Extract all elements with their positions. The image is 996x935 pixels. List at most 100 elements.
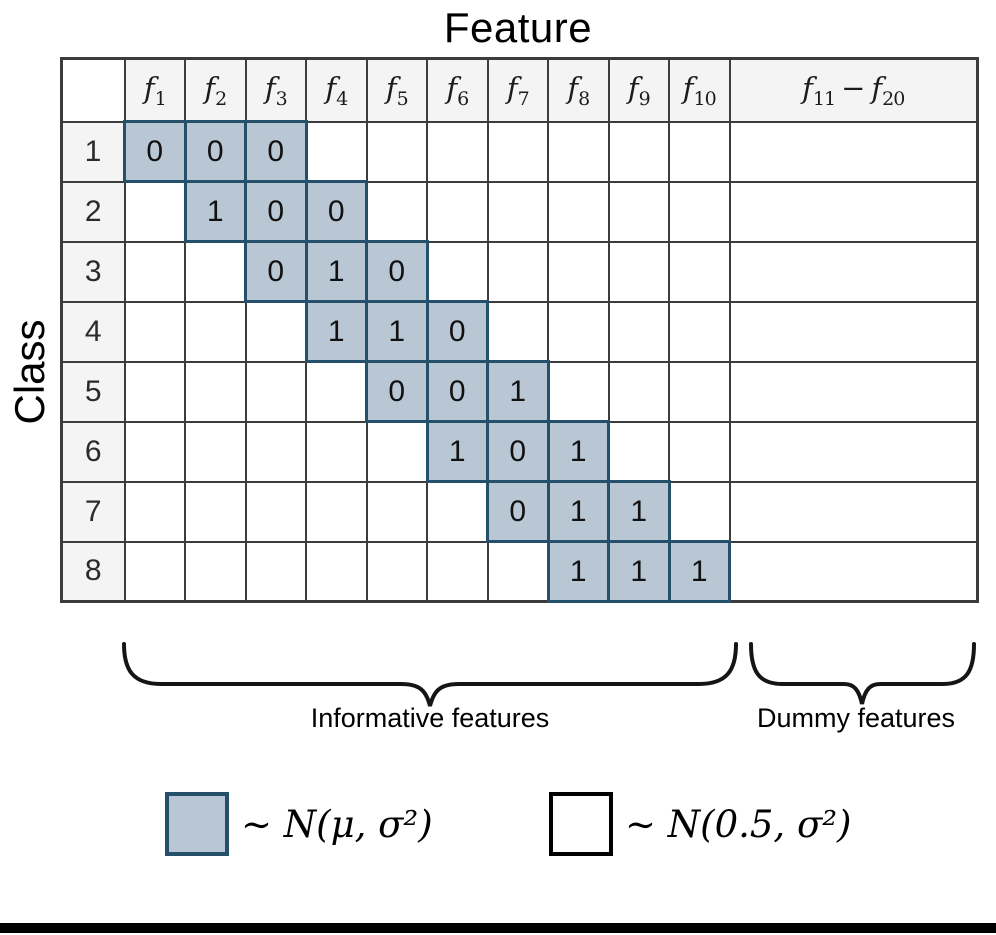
matrix-cell: 0 bbox=[123, 120, 187, 183]
matrix-cell bbox=[607, 360, 670, 423]
matrix-cell bbox=[184, 420, 247, 483]
matrix-cell bbox=[365, 180, 428, 243]
matrix-cell bbox=[486, 240, 549, 303]
class-row-header: 6 bbox=[60, 420, 126, 483]
matrix-cell bbox=[244, 360, 307, 423]
matrix-cell bbox=[244, 480, 307, 543]
matrix-cell bbox=[668, 360, 731, 423]
matrix-cell bbox=[547, 360, 610, 423]
matrix-cell bbox=[426, 480, 489, 543]
matrix-cell bbox=[305, 420, 368, 483]
matrix-cell bbox=[668, 300, 731, 363]
matrix-cell bbox=[607, 180, 670, 243]
matrix-cell bbox=[607, 300, 670, 363]
matrix-cell: 0 bbox=[244, 180, 308, 243]
matrix-cell bbox=[305, 480, 368, 543]
feature-column-header: f4 bbox=[305, 57, 368, 123]
dummy-region-cell bbox=[728, 120, 979, 183]
matrix-cell: 1 bbox=[183, 180, 247, 243]
matrix-cell bbox=[607, 120, 670, 183]
dummy-region-cell bbox=[728, 420, 979, 483]
informative-features-label: Informative features bbox=[310, 703, 550, 733]
feature-column-header: f7 bbox=[486, 57, 549, 123]
matrix-cell bbox=[365, 480, 428, 543]
matrix-cell bbox=[426, 540, 489, 603]
matrix-cell bbox=[305, 540, 368, 603]
feature-column-header: f6 bbox=[426, 57, 489, 123]
feature-column-header: f8 bbox=[547, 57, 610, 123]
matrix-cell bbox=[365, 120, 428, 183]
dummy-region-cell bbox=[728, 240, 979, 303]
matrix-cell: 0 bbox=[244, 120, 308, 183]
class-row-header: 7 bbox=[60, 480, 126, 543]
informative-brace bbox=[122, 642, 738, 707]
matrix-cell bbox=[184, 540, 247, 603]
feature-column-header: f1 bbox=[123, 57, 186, 123]
matrix-cell bbox=[668, 240, 731, 303]
matrix-cell bbox=[365, 420, 428, 483]
feature-column-header: f10 bbox=[668, 57, 731, 123]
matrix-cell bbox=[668, 120, 731, 183]
braces-graphic bbox=[122, 642, 976, 707]
class-row-header: 4 bbox=[60, 300, 126, 363]
matrix-cell: 1 bbox=[607, 540, 671, 603]
x-axis-title: Feature bbox=[443, 4, 593, 51]
matrix-cell bbox=[426, 180, 489, 243]
class-row-header: 8 bbox=[60, 540, 126, 603]
matrix-cell bbox=[123, 180, 186, 243]
matrix-cell: 0 bbox=[365, 240, 429, 303]
matrix-cell bbox=[486, 120, 549, 183]
matrix-cell bbox=[365, 540, 428, 603]
matrix-cell: 0 bbox=[365, 360, 429, 423]
dummy-brace bbox=[749, 642, 976, 705]
matrix-cell bbox=[607, 240, 670, 303]
matrix-cell: 0 bbox=[304, 180, 368, 243]
dummy-swatch bbox=[549, 792, 613, 856]
matrix-cell: 0 bbox=[425, 360, 489, 423]
feature-column-header: f5 bbox=[365, 57, 428, 123]
matrix-cell bbox=[486, 540, 549, 603]
feature-column-header: f3 bbox=[244, 57, 307, 123]
matrix-cell: 1 bbox=[546, 480, 610, 543]
legend-item-dummy: ∼ N(0.5, σ²) bbox=[549, 792, 851, 856]
matrix-cell bbox=[547, 300, 610, 363]
matrix-cell: 1 bbox=[425, 420, 489, 483]
matrix-cell bbox=[486, 300, 549, 363]
matrix-cell: 0 bbox=[183, 120, 247, 183]
matrix-cell bbox=[668, 180, 731, 243]
class-row-header: 3 bbox=[60, 240, 126, 303]
matrix-cell bbox=[668, 480, 731, 543]
matrix-cell bbox=[123, 420, 186, 483]
matrix-cell: 1 bbox=[546, 420, 610, 483]
matrix-cell bbox=[668, 420, 731, 483]
informative-distribution-label: ∼ N(μ, σ²) bbox=[241, 802, 433, 846]
legend-item-informative: ∼ N(μ, σ²) bbox=[165, 792, 433, 856]
matrix-cell bbox=[123, 360, 186, 423]
matrix-cell bbox=[123, 540, 186, 603]
matrix-cell: 1 bbox=[546, 540, 610, 603]
matrix-cell: 1 bbox=[486, 360, 550, 423]
y-axis-title: Class bbox=[6, 319, 53, 425]
matrix-cell: 0 bbox=[486, 480, 550, 543]
dummy-region-cell bbox=[728, 180, 979, 243]
matrix-cell: 0 bbox=[244, 240, 308, 303]
feature-column-header: f9 bbox=[607, 57, 670, 123]
dummy-features-label: Dummy features bbox=[756, 703, 956, 733]
corner-cell bbox=[60, 57, 126, 123]
matrix-cell bbox=[184, 240, 247, 303]
matrix-cell bbox=[184, 300, 247, 363]
matrix-cell: 1 bbox=[304, 240, 368, 303]
matrix-cell bbox=[184, 360, 247, 423]
figure-bottom-rule bbox=[0, 923, 996, 933]
dummy-region-cell bbox=[728, 300, 979, 363]
class-row-header: 1 bbox=[60, 120, 126, 183]
